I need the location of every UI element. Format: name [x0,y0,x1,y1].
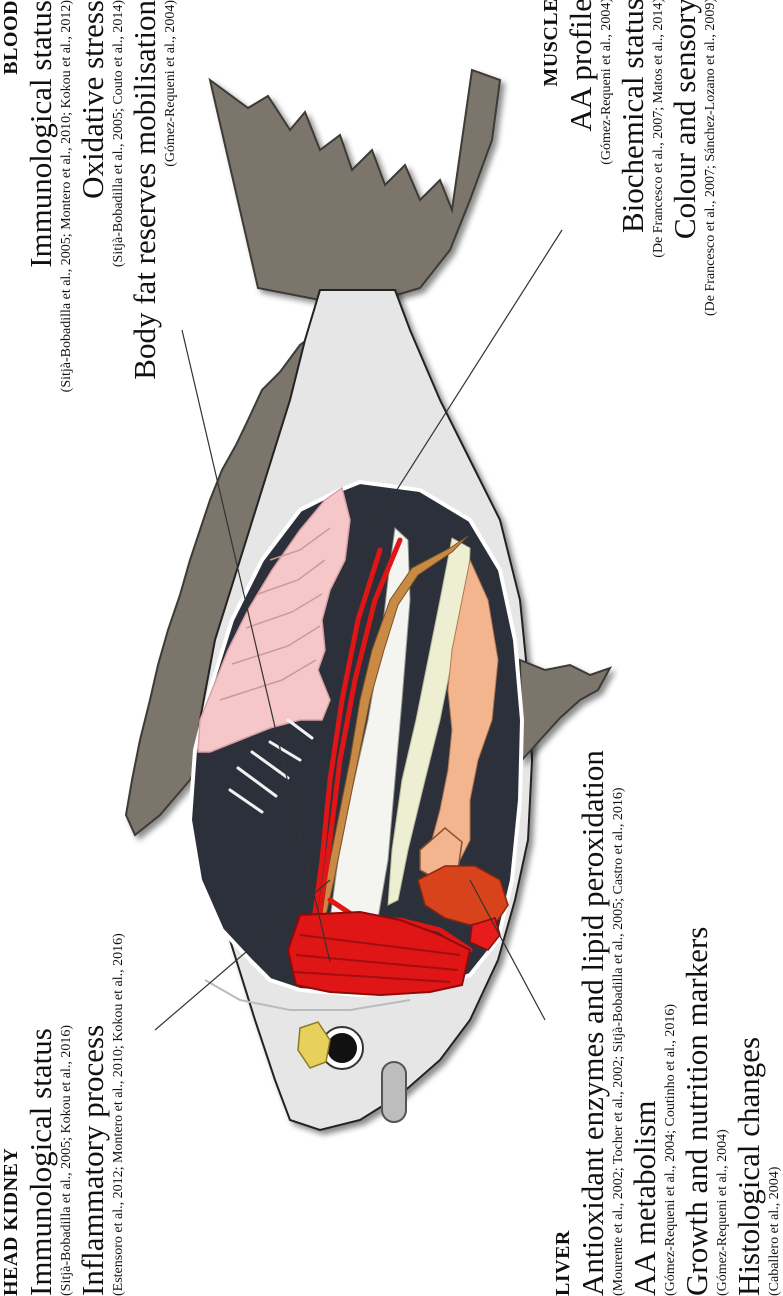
caudal-fin [210,70,500,300]
head-kidney-item-2-heading: Inflammatory process [75,846,111,1296]
liver-item-1-refs: (Mourente et al., 2002; Tocher et al., 2… [611,596,627,1296]
muscle-item-1-heading: AA profile [563,0,599,388]
muscle-item-3-heading: Colour and sensory [667,0,703,388]
blood-item-2-refs: (Sitjà-Bobadilla et al., 2005; Couto et … [111,0,127,548]
liver-item-3-heading: Growth and nutrition markers [679,596,715,1296]
liver-item-4-refs: (Caballero et al., 2004) [767,596,783,1296]
blood-item-3-heading: Body fat reserves mobilisation [127,0,163,548]
blood-item-3-refs: (Gómez-Requeni et al., 2004) [163,0,179,548]
muscle-item-3-refs: (De Francesco et al., 2007; Sánchez-Loza… [703,0,719,388]
liver-item-3-refs: (Gómez-Requeni et al., 2004) [715,596,731,1296]
head-kidney-item-2-refs: (Estensoro et al., 2012; Montero et al.,… [111,846,127,1296]
head-kidney-item-1-refs: (Sitjà-Bobadilla et al., 2005; Kokou et … [59,846,75,1296]
liver-item-2-refs: (Gómez-Requeni et al., 2004; Coutinho et… [663,596,679,1296]
muscle-item-2-heading: Biochemical status [615,0,651,388]
liver-title: LIVER [552,596,575,1296]
muscle-title: MUSCLE [540,0,563,388]
muscle-panel: MUSCLE AA profile (Gómez-Requeni et al.,… [540,0,719,388]
head-kidney-title: HEAD KIDNEY [0,846,23,1296]
muscle-item-2-refs: (De Francesco et al., 2007; Matos et al.… [651,0,667,388]
blood-item-1-heading: Immunological status [23,0,59,548]
liver-item-2-heading: AA metabolism [627,596,663,1296]
muscle-item-1-refs: (Gómez-Requeni et al., 2004) [599,0,615,388]
blood-item-1-refs: (Sitjà-Bobadilla et al., 2005; Montero e… [59,0,75,548]
head-kidney-panel: HEAD KIDNEY Immunological status (Sitjà-… [0,846,127,1296]
liver-item-1-heading: Antioxidant enzymes and lipid peroxidati… [575,596,611,1296]
mouth [382,1062,406,1122]
blood-item-2-heading: Oxidative stress [75,0,111,548]
blood-title: BLOOD [0,0,23,548]
head-kidney-item-1-heading: Immunological status [23,846,59,1296]
liver-panel: LIVER Antioxidant enzymes and lipid pero… [552,596,783,1296]
blood-panel: BLOOD Immunological status (Sitjà-Bobadi… [0,0,179,548]
liver-item-4-heading: Histological changes [731,596,767,1296]
